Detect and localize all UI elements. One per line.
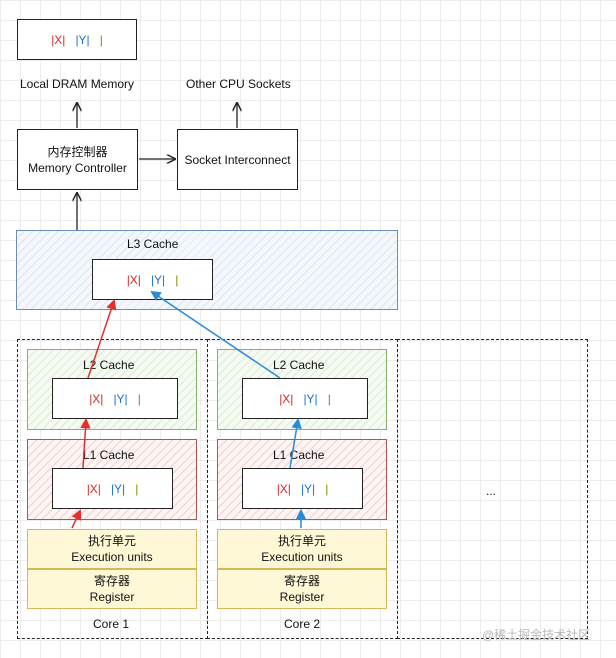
memory-controller-box: 内存控制器 Memory Controller bbox=[17, 129, 138, 190]
core-1-l2-title: L2 Cache bbox=[83, 358, 135, 372]
l3-z: | bbox=[175, 272, 179, 287]
arrow-blue-l2-to-l3 bbox=[150, 290, 281, 379]
l3-cache-title: L3 Cache bbox=[127, 237, 179, 251]
socket-interconnect-label: Socket Interconnect bbox=[184, 152, 291, 167]
core-1-reg-cn: 寄存器 bbox=[93, 574, 130, 588]
core-2-l2-z: | bbox=[327, 391, 331, 406]
core-2-register: 寄存器 Register bbox=[217, 569, 387, 609]
core-1-l1-z: | bbox=[135, 481, 139, 496]
local-dram-label: Local DRAM Memory bbox=[20, 77, 135, 91]
more-cores-ellipsis: ... bbox=[486, 484, 497, 498]
core-2-l1-title: L1 Cache bbox=[273, 448, 325, 462]
socket-interconnect-box: Socket Interconnect bbox=[177, 129, 298, 190]
core-1-l1-x: |X| bbox=[86, 481, 101, 496]
core-2-l1-y: |Y| bbox=[300, 481, 316, 496]
core-1-execution-units: 执行单元 Execution units bbox=[27, 529, 197, 569]
memory-slot-box: |X| |Y| | bbox=[17, 19, 137, 60]
core-1-exec-cn: 执行单元 bbox=[87, 534, 136, 548]
arrow-blue-l1-to-l2 bbox=[289, 417, 302, 469]
core-1-l2-line: |X| |Y| | bbox=[52, 378, 178, 419]
arrow-red-exec-to-l1 bbox=[71, 509, 82, 529]
core-1-l2-y: |Y| bbox=[113, 391, 128, 406]
core-2-l2-line: |X| |Y| | bbox=[242, 378, 368, 419]
core-1-l2-z: | bbox=[137, 391, 141, 406]
watermark: @稀土掘金技术社区 bbox=[482, 628, 591, 642]
core-2-label: Core 2 bbox=[284, 617, 321, 631]
core-1-l1-title: L1 Cache bbox=[83, 448, 135, 462]
more-cores-container bbox=[397, 339, 588, 639]
core-2-l2-x: |X| bbox=[279, 391, 294, 406]
core-1-l1-y: |Y| bbox=[110, 481, 126, 496]
memory-controller-en: Memory Controller bbox=[28, 160, 127, 175]
core-2-l2-title: L2 Cache bbox=[273, 358, 325, 372]
core-1-label: Core 1 bbox=[93, 617, 130, 631]
memory-controller-cn: 内存控制器 bbox=[47, 144, 108, 159]
core-2-exec-cn: 执行单元 bbox=[277, 534, 326, 548]
core-1-register: 寄存器 Register bbox=[27, 569, 197, 609]
core-2-reg-en: Register bbox=[279, 590, 325, 604]
arrow-red-l2-to-l3 bbox=[87, 299, 117, 379]
slot-z: | bbox=[99, 32, 103, 47]
core-2-execution-units: 执行单元 Execution units bbox=[217, 529, 387, 569]
core-1-l1-line: |X| |Y| | bbox=[52, 468, 173, 509]
slot-x: |X| bbox=[51, 32, 66, 47]
slot-y: |Y| bbox=[75, 32, 90, 47]
core-2-l1-z: | bbox=[325, 481, 329, 496]
core-2-reg-cn: 寄存器 bbox=[283, 574, 320, 588]
core-2-l2-y: |Y| bbox=[303, 391, 318, 406]
core-2-l1-x: |X| bbox=[276, 481, 291, 496]
core-2-exec-en: Execution units bbox=[261, 550, 343, 564]
core-1-reg-en: Register bbox=[89, 590, 135, 604]
l3-x: |X| bbox=[126, 272, 141, 287]
core-2-l1-line: |X| |Y| | bbox=[242, 468, 363, 509]
core-1-l2-x: |X| bbox=[89, 391, 104, 406]
core-1-exec-en: Execution units bbox=[71, 550, 153, 564]
other-cpu-sockets-label: Other CPU Sockets bbox=[186, 77, 291, 91]
l3-y: |Y| bbox=[150, 272, 166, 287]
arrow-red-l1-to-l2 bbox=[80, 417, 91, 469]
